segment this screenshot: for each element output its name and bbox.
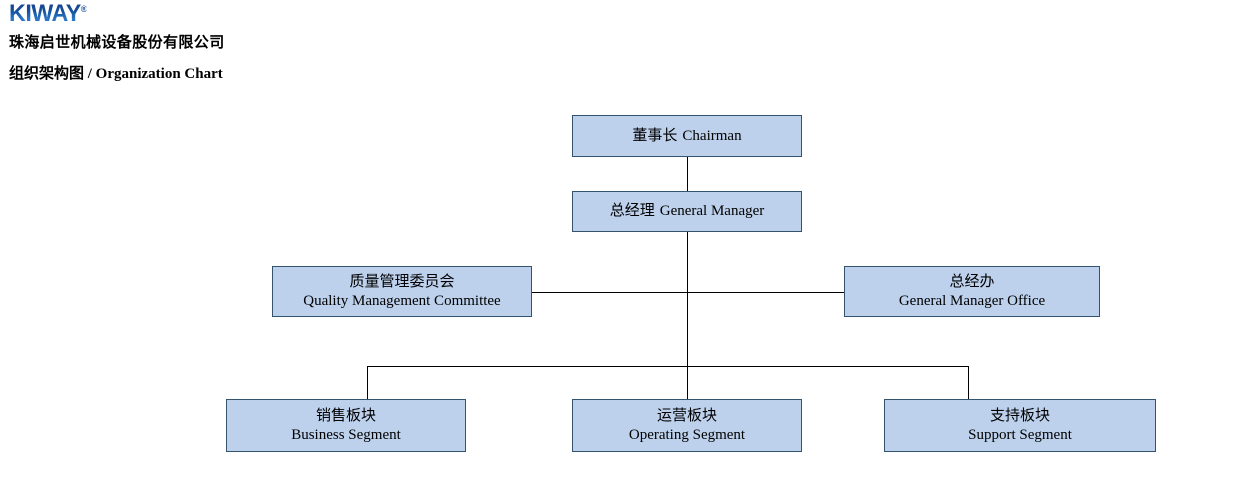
node-business-segment[interactable]: 销售板块 Business Segment bbox=[226, 399, 466, 452]
node-qmc-label-en: Quality Management Committee bbox=[303, 292, 501, 309]
page-title-en: / Organization Chart bbox=[87, 66, 223, 82]
node-general-manager-label-en: General Manager bbox=[659, 203, 765, 220]
node-gmo-label-cn: 总经办 bbox=[949, 272, 995, 290]
node-operating-label-cn: 运营板块 bbox=[656, 406, 717, 424]
company-name: 珠海启世机械设备股份有限公司 bbox=[9, 34, 225, 51]
node-general-manager-office[interactable]: 总经办 General Manager Office bbox=[844, 266, 1100, 317]
node-support-label-cn: 支持板块 bbox=[989, 406, 1050, 424]
connector-drop-support bbox=[968, 366, 969, 399]
page-title: 组织架构图 / Organization Chart bbox=[9, 62, 223, 83]
connector-segment-bar bbox=[367, 366, 969, 367]
node-chairman[interactable]: 董事长 Chairman bbox=[572, 115, 802, 157]
node-chairman-label-en: Chairman bbox=[682, 127, 742, 144]
connector-drop-business bbox=[367, 366, 368, 399]
node-support-label-en: Support Segment bbox=[968, 426, 1072, 443]
connector-drop-operating bbox=[687, 366, 688, 399]
node-general-manager[interactable]: 总经理 General Manager bbox=[572, 191, 802, 232]
connector-chairman-to-gm bbox=[687, 157, 688, 191]
node-business-label-en: Business Segment bbox=[291, 426, 401, 443]
node-quality-management-committee[interactable]: 质量管理委员会 Quality Management Committee bbox=[272, 266, 532, 317]
logo-wordmark: KIWAY bbox=[9, 0, 81, 27]
node-business-label-cn: 销售板块 bbox=[315, 406, 376, 424]
connector-gm-to-qmc bbox=[532, 292, 688, 293]
node-chairman-label-cn: 董事长 bbox=[632, 126, 678, 144]
node-general-manager-label-cn: 总经理 bbox=[609, 202, 655, 220]
node-operating-segment[interactable]: 运营板块 Operating Segment bbox=[572, 399, 802, 452]
node-gmo-label-en: General Manager Office bbox=[898, 292, 1046, 309]
connector-gm-to-gmo bbox=[687, 292, 844, 293]
node-qmc-label-cn: 质量管理委员会 bbox=[349, 272, 455, 290]
node-support-segment[interactable]: 支持板块 Support Segment bbox=[884, 399, 1156, 452]
node-operating-label-en: Operating Segment bbox=[628, 426, 746, 443]
kiway-logo: KIWAY® bbox=[9, 2, 87, 26]
registered-trademark-icon: ® bbox=[80, 4, 87, 14]
page-title-cn: 组织架构图 bbox=[9, 65, 85, 82]
connector-gm-trunk bbox=[687, 232, 688, 367]
